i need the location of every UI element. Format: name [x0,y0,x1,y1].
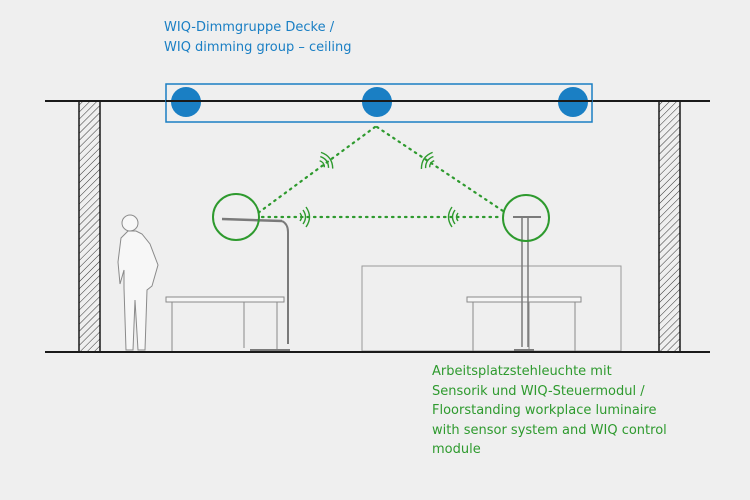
signal-icon [299,206,311,228]
caption-line: with sensor system and WIQ control [432,422,667,438]
signal-icon [319,151,334,169]
wireless-signal-icons [299,151,459,228]
room-partition [361,265,622,352]
ceiling-group-frame [165,83,593,123]
desk-left [165,296,285,351]
luminaire-highlight-right [502,194,550,242]
left-wall [78,100,101,353]
floor-luminaire-caption: Arbeitsplatzstehleuchte mit Sensorik und… [432,362,667,460]
caption-line: WIQ dimming group – ceiling [164,39,352,55]
link-ceiling-to-left-luminaire [256,125,377,215]
caption-line: Floorstanding workplace luminaire [432,403,657,418]
desk-right [466,296,582,351]
luminaire-highlight-left [212,193,260,241]
caption-line: Arbeitsplatzstehleuchte mit [432,364,612,379]
caption-line: WIQ-Dimmgruppe Decke / [164,20,335,35]
wireless-links [256,125,505,219]
floor-luminaire-right [513,216,541,351]
right-wall [658,100,681,353]
link-ceiling-to-right-luminaire [375,125,505,213]
signal-icon [447,206,459,228]
person-silhouette [117,214,159,351]
signal-icon [420,151,435,169]
caption-line: Sensorik und WIQ-Steuermodul / [432,383,645,399]
caption-line: module [432,442,481,457]
ceiling-group-caption: WIQ-Dimmgruppe Decke / WIQ dimming group… [164,18,351,57]
floor-luminaire-left [221,217,290,351]
